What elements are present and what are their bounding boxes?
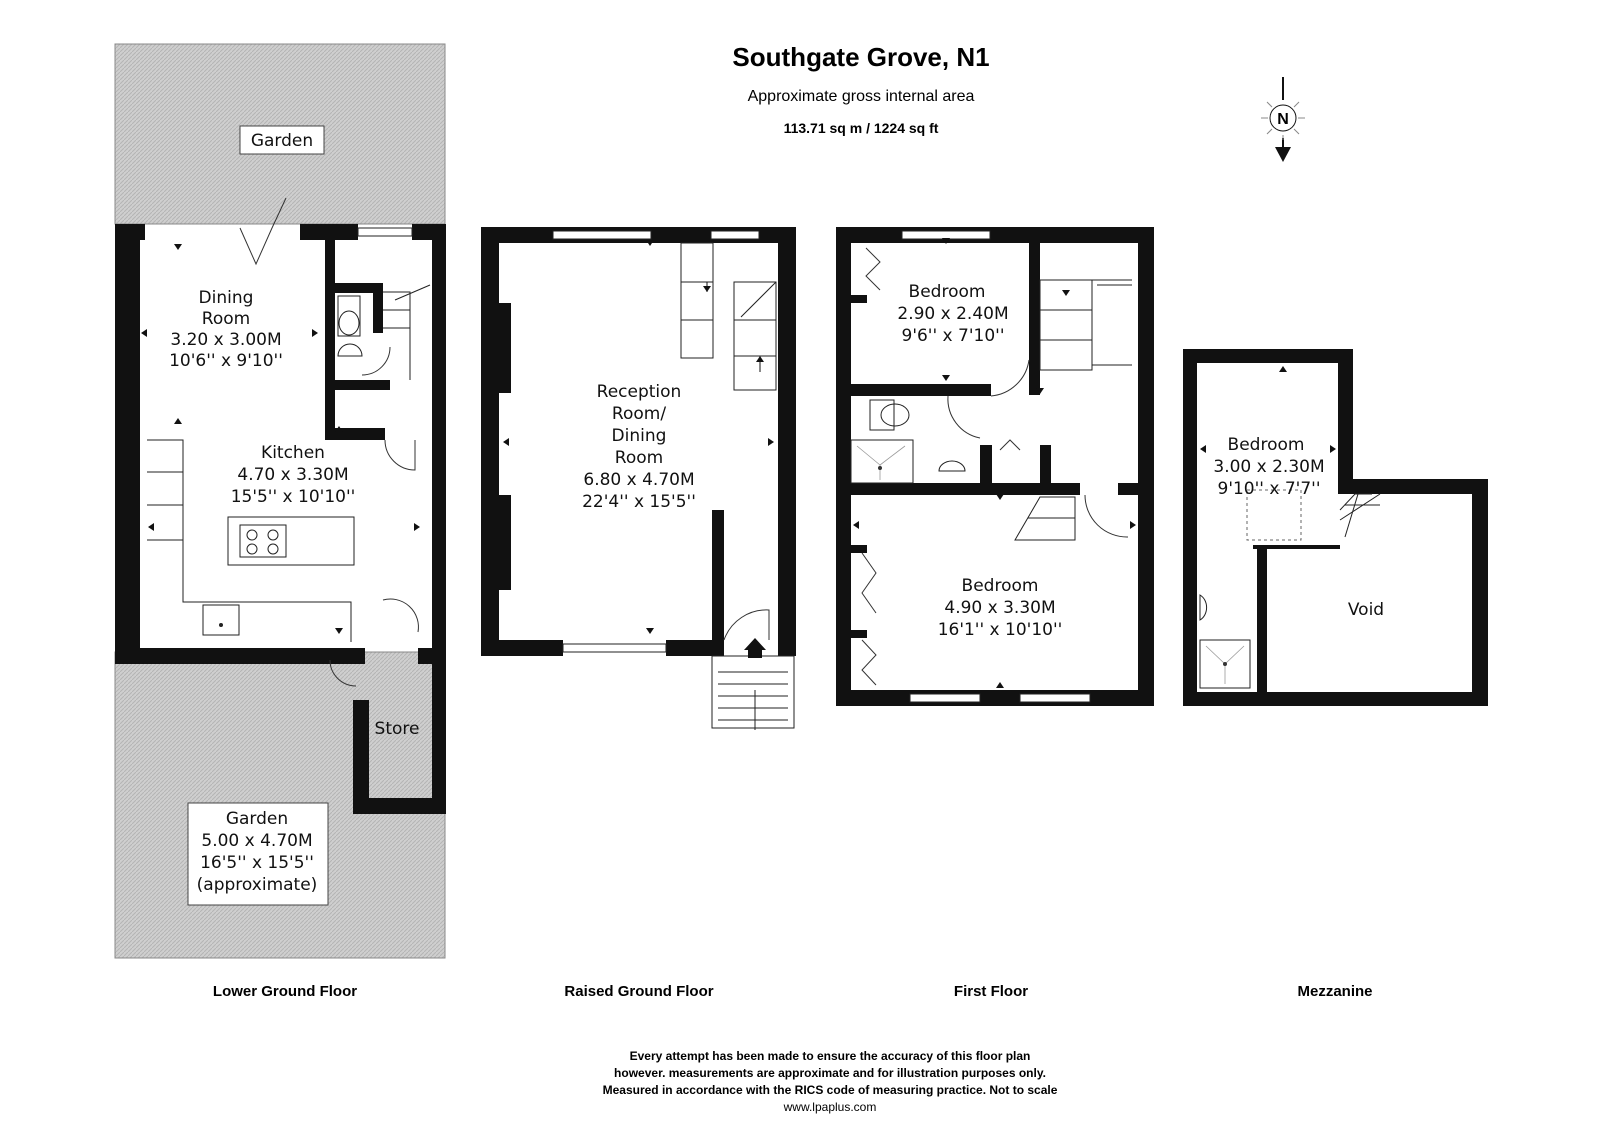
- bedroom-large-name: Bedroom: [962, 576, 1039, 596]
- dining-room-name-2: Room: [202, 309, 250, 329]
- floor-label-lower-ground: Lower Ground Floor: [213, 983, 357, 1000]
- reception-metric: 6.80 x 4.70M: [583, 470, 694, 490]
- kitchen-name: Kitchen: [261, 443, 325, 463]
- reception-name-1: Reception: [597, 382, 682, 402]
- floor-label-first: First Floor: [954, 983, 1028, 1000]
- garden-bottom-name: Garden: [226, 809, 288, 829]
- garden-bottom-note: (approximate): [197, 875, 318, 895]
- bedroom-mezz-imperial: 9'10'' x 7'7'': [1218, 479, 1321, 499]
- floor-label-raised-ground: Raised Ground Floor: [564, 983, 713, 1000]
- store-label: Store: [375, 719, 420, 739]
- kitchen-imperial: 15'5'' x 10'10'': [231, 487, 356, 507]
- lower-ground-floor-plan: Garden: [114, 43, 446, 1000]
- reception-name-3: Dining: [612, 426, 667, 446]
- disclaimer-line-1: Every attempt has been made to ensure th…: [630, 1049, 1031, 1063]
- dining-room-imperial: 10'6'' x 9'10'': [169, 351, 283, 371]
- plan-title: Southgate Grove, N1: [732, 42, 989, 72]
- gross-area: 113.71 sq m / 1224 sq ft: [784, 120, 939, 136]
- compass-letter: N: [1277, 111, 1289, 128]
- bedroom-mezz-name: Bedroom: [1228, 435, 1305, 455]
- bedroom-small-metric: 2.90 x 2.40M: [897, 304, 1008, 324]
- bedroom-small-name: Bedroom: [909, 282, 986, 302]
- plan-subtitle: Approximate gross internal area: [748, 88, 975, 105]
- bedroom-large-metric: 4.90 x 3.30M: [944, 598, 1055, 618]
- reception-imperial: 22'4'' x 15'5'': [582, 492, 696, 512]
- garden-bottom-imperial: 16'5'' x 15'5'': [200, 853, 314, 873]
- reception-name-2: Room/: [612, 404, 666, 424]
- kitchen-metric: 4.70 x 3.30M: [237, 465, 348, 485]
- reception-name-4: Room: [615, 448, 663, 468]
- dining-room-metric: 3.20 x 3.00M: [170, 330, 281, 350]
- disclaimer-line-3: Measured in accordance with the RICS cod…: [603, 1083, 1058, 1097]
- raised-ground-floor-plan: Reception Room/ Dining Room 6.80 x 4.70M…: [481, 227, 796, 1000]
- garden-top-label: Garden: [251, 131, 313, 151]
- garden-bottom-metric: 5.00 x 4.70M: [201, 831, 312, 851]
- bedroom-large-imperial: 16'1'' x 10'10'': [938, 620, 1063, 640]
- north-compass-icon: N: [1261, 77, 1305, 162]
- floor-label-mezzanine: Mezzanine: [1297, 983, 1372, 1000]
- first-floor-plan: Bedroom 2.90 x 2.40M 9'6'' x 7'10'' Bedr…: [836, 227, 1154, 1000]
- mezzanine-plan: Bedroom 3.00 x 2.30M 9'10'' x 7'7'' Void…: [1183, 349, 1488, 1000]
- void-label: Void: [1348, 600, 1384, 620]
- dining-room-name-1: Dining: [199, 288, 254, 308]
- website-link[interactable]: www.lpaplus.com: [783, 1100, 877, 1114]
- disclaimer-line-2: however. measurements are approximate an…: [614, 1066, 1046, 1080]
- bedroom-mezz-metric: 3.00 x 2.30M: [1213, 457, 1324, 477]
- bedroom-small-imperial: 9'6'' x 7'10'': [902, 326, 1005, 346]
